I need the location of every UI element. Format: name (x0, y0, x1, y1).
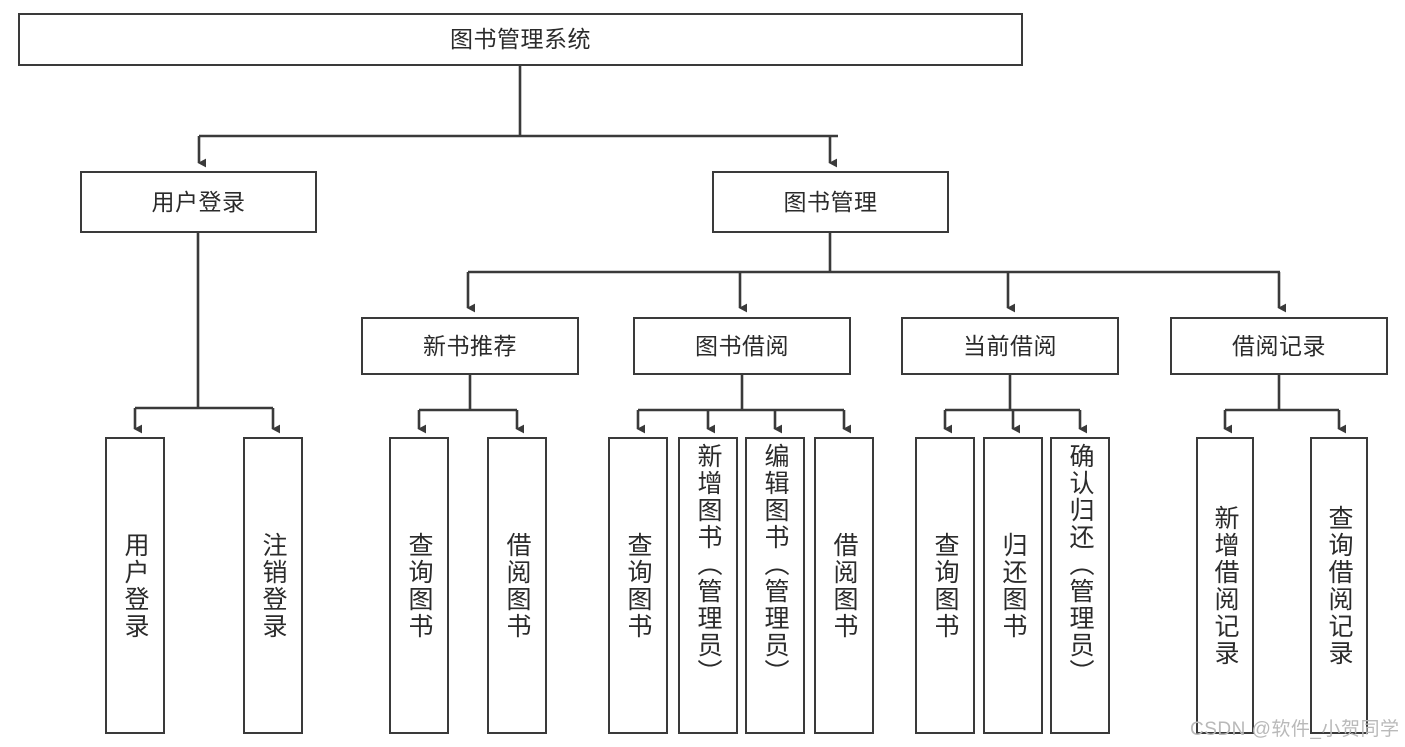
node-book-management[interactable]: 图书管理 (712, 171, 949, 233)
leaf-label: 编辑图书（管理员） (761, 443, 789, 686)
leaf-query-borrowing-record[interactable]: 查询借阅记录 (1310, 437, 1368, 734)
leaf-label: 归还图书 (999, 531, 1027, 640)
leaf-label: 新增借阅记录 (1211, 504, 1239, 667)
csdn-watermark: CSDN @软件_小贺同学 (1190, 719, 1400, 740)
leaf-borrow-book[interactable]: 借阅图书 (814, 437, 874, 734)
leaf-label: 查询图书 (624, 531, 652, 640)
leaf-user-login[interactable]: 用户登录 (105, 437, 165, 734)
node-user-login[interactable]: 用户登录 (80, 171, 317, 233)
node-label: 用户登录 (151, 188, 246, 215)
leaf-query-book-recommendation[interactable]: 查询图书 (389, 437, 449, 734)
leaf-label: 用户登录 (121, 531, 149, 640)
leaf-label: 借阅图书 (503, 531, 531, 640)
leaf-label: 新增图书（管理员） (694, 443, 722, 686)
node-label: 图书管理 (783, 188, 878, 215)
leaf-query-book-borrowing[interactable]: 查询图书 (608, 437, 668, 734)
node-current-borrowing[interactable]: 当前借阅 (901, 317, 1119, 375)
node-book-borrowing[interactable]: 图书借阅 (633, 317, 851, 375)
node-label: 借阅记录 (1232, 332, 1326, 359)
leaf-label: 确认归还（管理员） (1066, 443, 1094, 686)
leaf-borrow-book-recommendation[interactable]: 借阅图书 (487, 437, 547, 734)
leaf-label: 查询图书 (405, 531, 433, 640)
node-label: 当前借阅 (963, 332, 1057, 359)
leaf-query-book-current[interactable]: 查询图书 (915, 437, 975, 734)
node-label: 新书推荐 (423, 332, 517, 359)
node-borrowing-record[interactable]: 借阅记录 (1170, 317, 1388, 375)
node-label: 图书借阅 (695, 332, 789, 359)
leaf-edit-book-admin[interactable]: 编辑图书（管理员） (745, 437, 805, 734)
leaf-add-borrowing-record[interactable]: 新增借阅记录 (1196, 437, 1254, 734)
leaf-add-book-admin[interactable]: 新增图书（管理员） (678, 437, 738, 734)
node-label: 图书管理系统 (450, 26, 591, 53)
leaf-label: 查询图书 (931, 531, 959, 640)
leaf-label: 查询借阅记录 (1325, 504, 1353, 667)
node-new-book-recommendation[interactable]: 新书推荐 (361, 317, 579, 375)
node-root-book-management-system[interactable]: 图书管理系统 (18, 13, 1023, 66)
leaf-confirm-return-admin[interactable]: 确认归还（管理员） (1050, 437, 1110, 734)
leaf-label: 注销登录 (259, 531, 287, 640)
leaf-return-book[interactable]: 归还图书 (983, 437, 1043, 734)
leaf-logout[interactable]: 注销登录 (243, 437, 303, 734)
leaf-label: 借阅图书 (830, 531, 858, 640)
